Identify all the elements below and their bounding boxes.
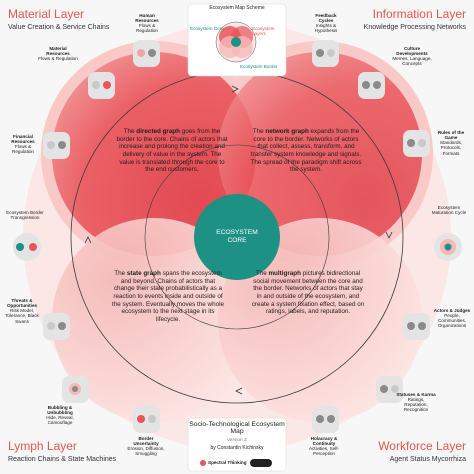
information-layer-title: Information Layer — [372, 7, 466, 21]
module-material-resources-icon — [88, 72, 115, 99]
inner-orbit-ring — [144, 144, 330, 330]
module-border-transgression-icon — [13, 233, 41, 261]
scheme-border-label: Ecosystem Border — [240, 64, 278, 69]
module-rules-of-the-game-icon — [403, 130, 430, 157]
multigraph-text: The multigraph pictures bidirectional so… — [251, 270, 365, 316]
arrow-left-icon — [235, 387, 243, 395]
module-actors-judges-icon — [403, 313, 430, 340]
module-icons — [13, 40, 462, 433]
module-statuses-karma-icon — [376, 376, 403, 403]
material-layer-circle — [52, 52, 256, 256]
information-layer-circle — [218, 52, 422, 256]
workforce-layer-circle — [218, 218, 422, 422]
module-human-resources-icon — [133, 40, 160, 67]
lymph-layer-circle — [52, 218, 256, 422]
material-layer-subtitle: Value Creation & Service Chains — [8, 24, 110, 31]
scheme-title: Ecosystem Map Scheme — [209, 5, 265, 11]
module-maturation-cycle-icon — [434, 233, 462, 261]
scheme-core-label: Ecosystem Core — [190, 26, 224, 31]
network-graph-term: network graph — [265, 128, 309, 135]
arrow-up-icon — [84, 236, 92, 244]
lymph-layer-subtitle: Reaction Chains & State Machines — [8, 456, 117, 463]
ecosystem-core-circle — [194, 194, 280, 280]
lymph-layer-title: Lymph Layer — [8, 439, 77, 453]
scheme-thumbnail — [187, 3, 287, 77]
module-culture-developments-icon — [358, 72, 385, 99]
map-title: Socio-Technological Ecosystem Map — [189, 421, 285, 436]
multigraph-term: multigraph — [268, 270, 301, 277]
arrow-down-icon — [385, 231, 393, 239]
maturation-cycle-label: Ecosystem Maturation Cycle — [431, 205, 467, 216]
orbit-direction-arrows — [84, 85, 393, 395]
state-graph-text: The state graph spans the ecosystem and … — [112, 270, 224, 324]
arrow-right-icon — [231, 85, 239, 93]
brand-logo-icon — [200, 460, 206, 466]
module-threats-icon — [43, 313, 70, 340]
badge-icon — [250, 459, 272, 467]
material-layer-title: Material Layer — [8, 7, 85, 21]
scheme-layers-label: Ecosystem Layers — [252, 26, 275, 37]
module-feedback-cycles-icon — [312, 40, 339, 67]
footer-card — [187, 417, 287, 472]
state-graph-term: state graph — [126, 270, 161, 277]
brand-name: Spectral Thinking — [208, 460, 247, 465]
map-version: version 2 — [227, 438, 247, 443]
workforce-layer-subtitle: Agent Status Mycorrhiza — [389, 456, 466, 463]
network-graph-text: The network graph expands from the core … — [250, 128, 362, 174]
border-transgression-label: Ecosystem Border Transgression — [6, 210, 44, 221]
directed-graph-text: The directed graph goes from the border … — [116, 128, 228, 174]
module-border-uncertainty-icon — [133, 406, 160, 433]
module-holacracy-icon — [312, 406, 339, 433]
module-financial-resources-icon — [43, 132, 70, 159]
information-layer-subtitle: Knowledge Processing Networks — [363, 24, 466, 31]
module-bubbling-icon — [62, 376, 89, 403]
directed-graph-term: directed graph — [136, 128, 181, 135]
map-author: by Constantin Kichinsky — [210, 445, 264, 451]
workforce-layer-title: Workforce Layer — [378, 439, 466, 453]
